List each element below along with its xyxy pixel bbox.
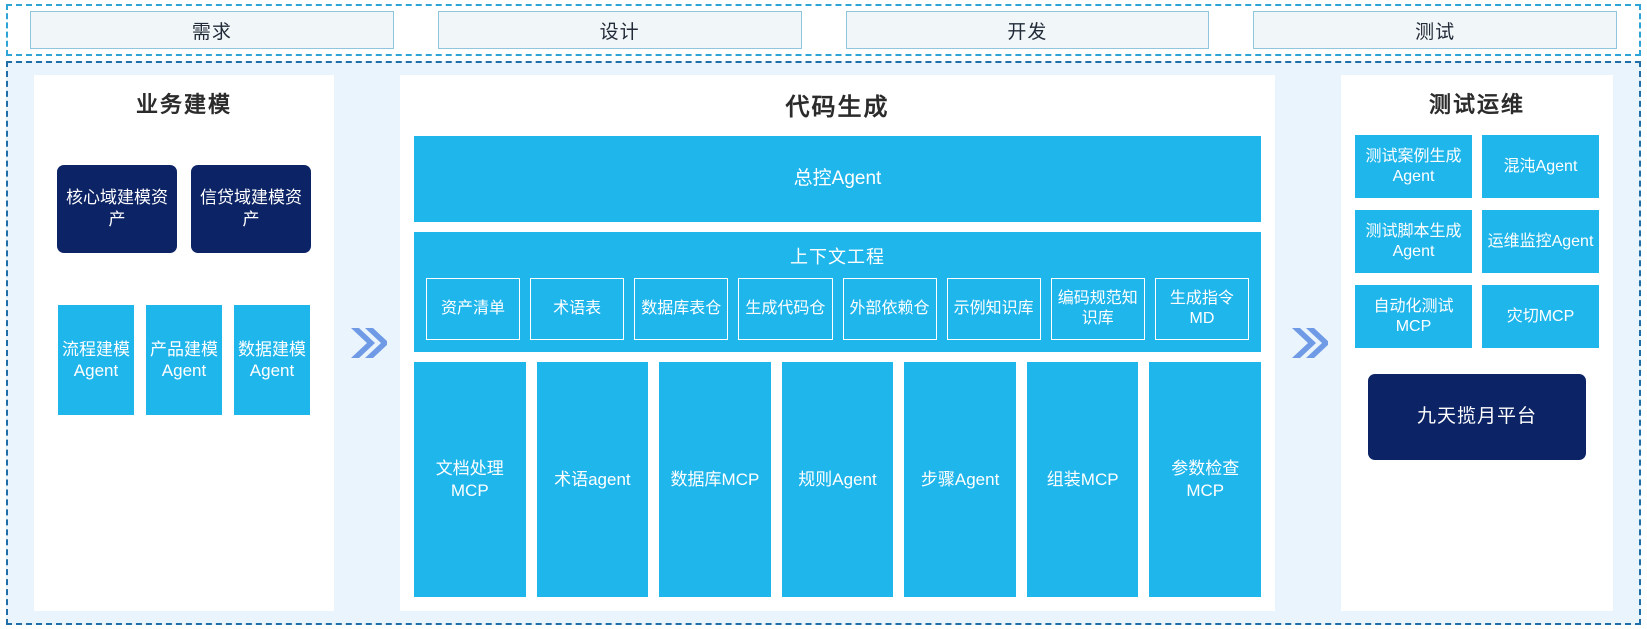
platform-container: 九天揽月平台 <box>1355 374 1599 460</box>
tool-document-processing-mcp[interactable]: 文档处理MCP <box>414 362 526 597</box>
context-item-db-table-repo[interactable]: 数据库表仓 <box>634 278 729 340</box>
agent-test-case-generation[interactable]: 测试案例生成Agent <box>1355 135 1472 198</box>
business-agent-group: 流程建模Agent 产品建模Agent 数据建模Agent <box>48 305 320 415</box>
panel-title-business-modeling: 业务建模 <box>135 92 232 117</box>
asset-core-domain-modeling[interactable]: 核心域建模资产 <box>57 165 177 253</box>
panel-test-ops: 测试运维 测试案例生成Agent 混沌Agent 测试脚本生成Agent 运维监… <box>1341 75 1613 611</box>
phase-tab-testing[interactable]: 测试 <box>1253 11 1617 49</box>
agent-test-script-generation[interactable]: 测试脚本生成Agent <box>1355 210 1472 273</box>
context-engineering-title: 上下文工程 <box>790 247 885 267</box>
phase-tab-development[interactable]: 开发 <box>845 11 1210 49</box>
platform-jiutian-lanyue[interactable]: 九天揽月平台 <box>1368 374 1586 460</box>
test-ops-grid: 测试案例生成Agent 混沌Agent 测试脚本生成Agent 运维监控Agen… <box>1355 135 1599 348</box>
agent-ops-monitoring[interactable]: 运维监控Agent <box>1482 210 1599 273</box>
asset-credit-domain-modeling[interactable]: 信贷域建模资产 <box>191 165 311 253</box>
tool-database-mcp[interactable]: 数据库MCP <box>659 362 771 597</box>
context-engineering-block: 上下文工程 资产清单 术语表 数据库表仓 生成代码仓 外部依赖仓 示例知识库 编… <box>414 232 1261 352</box>
tool-glossary-agent[interactable]: 术语agent <box>536 362 649 597</box>
tool-parameter-check-mcp[interactable]: 参数检查MCP <box>1149 362 1262 597</box>
main-band: 业务建模 核心域建模资产 信贷域建模资产 流程建模Agent 产品建模Agent… <box>6 61 1641 625</box>
panel-business-modeling: 业务建模 核心域建模资产 信贷域建模资产 流程建模Agent 产品建模Agent… <box>34 75 334 611</box>
tool-row: 文档处理MCP 术语agent 数据库MCP 规则Agent 步骤Agent 组… <box>414 362 1262 597</box>
context-item-generated-code-repo[interactable]: 生成代码仓 <box>738 278 833 340</box>
business-asset-group: 核心域建模资产 信贷域建模资产 <box>48 165 320 253</box>
master-control-agent[interactable]: 总控Agent <box>414 136 1261 222</box>
panel-title-test-ops: 测试运维 <box>1428 92 1525 117</box>
phase-tab-design[interactable]: 设计 <box>437 11 802 49</box>
panel-title-code-generation: 代码生成 <box>785 94 890 121</box>
double-chevron-right-icon <box>347 322 387 364</box>
context-item-glossary[interactable]: 术语表 <box>530 278 625 340</box>
agent-product-modeling[interactable]: 产品建模Agent <box>146 305 222 415</box>
double-chevron-right-icon <box>1288 322 1328 364</box>
context-item-coding-standard-kb[interactable]: 编码规范知识库 <box>1050 278 1145 340</box>
code-generation-stack: 总控Agent 上下文工程 资产清单 术语表 数据库表仓 生成代码仓 外部依赖仓… <box>414 136 1262 597</box>
flow-arrow-left <box>334 75 400 611</box>
tool-assembly-mcp[interactable]: 组装MCP <box>1026 362 1139 597</box>
context-item-row: 资产清单 术语表 数据库表仓 生成代码仓 外部依赖仓 示例知识库 编码规范知识库… <box>426 278 1249 340</box>
agent-data-modeling[interactable]: 数据建模Agent <box>234 305 310 415</box>
flow-arrow-right <box>1275 75 1341 611</box>
phase-tab-requirements[interactable]: 需求 <box>30 11 394 49</box>
context-item-asset-list[interactable]: 资产清单 <box>426 278 521 340</box>
agent-process-modeling[interactable]: 流程建模Agent <box>58 305 134 415</box>
context-item-generation-instruction-md[interactable]: 生成指令MD <box>1154 278 1249 340</box>
tool-step-agent[interactable]: 步骤Agent <box>904 362 1016 597</box>
context-item-external-dep-repo[interactable]: 外部依赖仓 <box>842 278 937 340</box>
tool-rule-agent[interactable]: 规则Agent <box>781 362 894 597</box>
agent-chaos[interactable]: 混沌Agent <box>1482 135 1599 198</box>
tool-automated-test-mcp[interactable]: 自动化测试MCP <box>1355 285 1472 348</box>
phase-band: 需求 设计 开发 测试 <box>6 4 1641 56</box>
tool-disaster-switch-mcp[interactable]: 灾切MCP <box>1482 285 1599 348</box>
context-item-example-kb[interactable]: 示例知识库 <box>946 278 1041 340</box>
panel-code-generation: 代码生成 总控Agent 上下文工程 资产清单 术语表 数据库表仓 生成代码仓 … <box>400 75 1275 611</box>
